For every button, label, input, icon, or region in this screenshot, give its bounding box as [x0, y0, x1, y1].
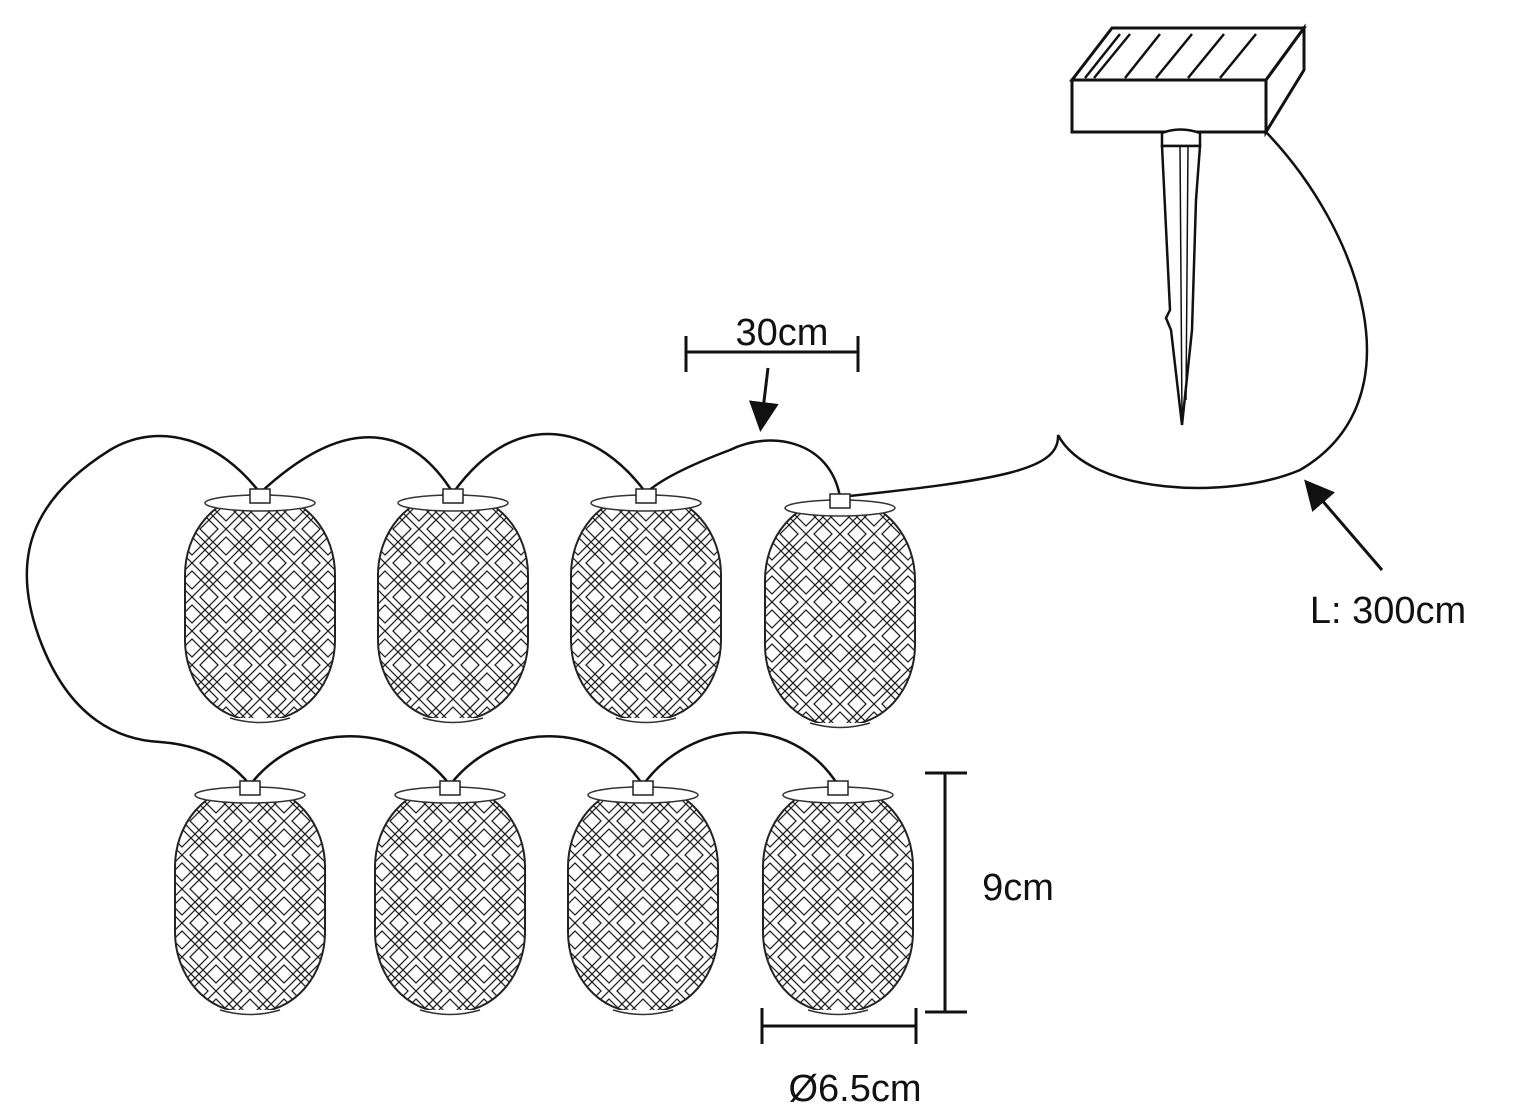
- lantern: [374, 780, 526, 1016]
- spacing-label: 30cm: [736, 312, 829, 354]
- lantern: [764, 493, 916, 729]
- lantern: [184, 488, 336, 724]
- lantern: [174, 780, 326, 1016]
- diameter-dimension: Ø6.5cm: [760, 1008, 922, 1110]
- lantern: [762, 780, 914, 1016]
- solar-panel: [1068, 23, 1307, 138]
- cable-length-label: L: 300cm: [1310, 590, 1466, 632]
- ground-stake: [1160, 128, 1202, 426]
- lantern: [377, 488, 529, 724]
- cable-length-dimension: L: 300cm: [1304, 479, 1466, 632]
- diameter-label: Ø6.5cm: [788, 1068, 921, 1110]
- height-label: 9cm: [982, 867, 1054, 909]
- wire-bottom-row: [249, 731, 840, 788]
- height-dimension: 9cm: [925, 771, 1054, 1014]
- spacing-dimension: 30cm: [684, 312, 860, 432]
- cable: [839, 131, 1369, 499]
- lantern: [567, 780, 719, 1016]
- lanterns: [174, 488, 916, 1016]
- lantern: [570, 488, 722, 724]
